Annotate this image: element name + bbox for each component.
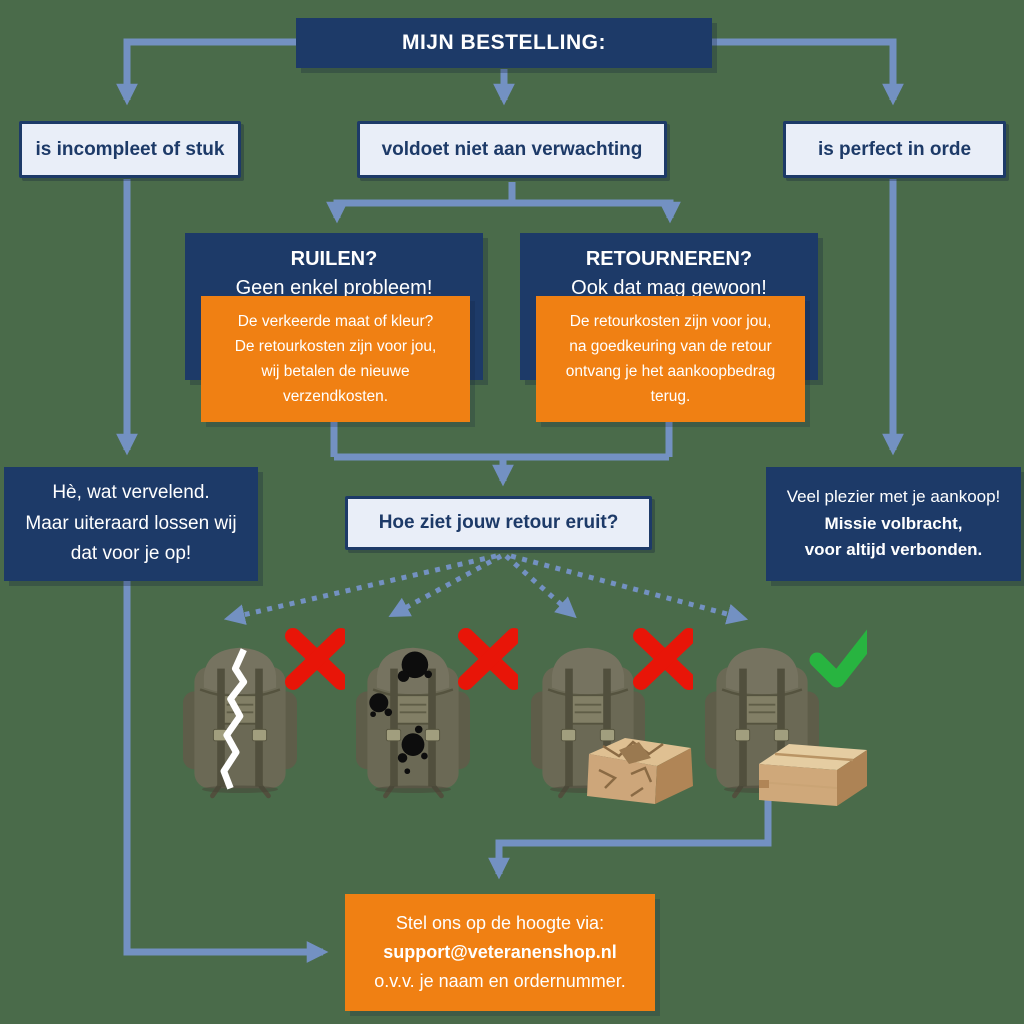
branch-incomplete: is incompleet of stuk — [19, 121, 241, 178]
branch-not-as-expected-label: voldoet niet aan verwachting — [381, 138, 643, 160]
order-title-box: MIJN BESTELLING: — [296, 18, 712, 68]
contact-line: Stel ons op de hoogte via: — [395, 913, 605, 934]
option-return-title: RETOURNEREN? — [585, 248, 753, 270]
stain-icon — [369, 651, 432, 775]
branch-perfect: is perfect in orde — [783, 121, 1006, 178]
option-exchange-subtitle: Geen enkel probleem! — [235, 277, 433, 299]
return-detail-line: na goedkeuring van de retour — [569, 337, 772, 355]
backpack-icon — [356, 648, 470, 796]
cross-icon — [285, 628, 345, 690]
check-icon — [809, 629, 867, 688]
option-exchange-detail: De verkeerde maat of kleur? De retourkos… — [201, 296, 470, 422]
contact-box: Stel ons op de hoogte via: support@veter… — [345, 894, 655, 1011]
incomplete-note-box: Hè, wat vervelend. Maar uiteraard lossen… — [4, 467, 258, 581]
branch-perfect-label: is perfect in orde — [817, 138, 972, 160]
return-example-intact-box — [697, 629, 867, 806]
return-question-label: Hoe ziet jouw retour eruit? — [378, 512, 619, 533]
return-example-torn — [175, 628, 345, 807]
contact-email: support@veteranenshop.nl — [383, 942, 617, 963]
return-question-box: Hoe ziet jouw retour eruit? — [345, 496, 652, 550]
exchange-detail-line: wij betalen de nieuwe — [261, 363, 410, 380]
branch-not-as-expected: voldoet niet aan verwachting — [357, 121, 667, 178]
cross-icon — [633, 628, 693, 690]
return-detail-line: ontvang je het aankoopbedrag — [565, 363, 776, 380]
intact-box-icon — [758, 744, 867, 806]
cross-icon — [458, 628, 518, 690]
option-exchange-title: RUILEN? — [290, 248, 378, 270]
exchange-detail-line: De retourkosten zijn voor jou, — [234, 337, 437, 355]
perfect-note-box: Veel plezier met je aankoop! Missie volb… — [766, 467, 1021, 581]
incomplete-note-line: Maar uiteraard lossen wij — [25, 512, 237, 534]
exchange-detail-line: De verkeerde maat of kleur? — [237, 312, 434, 330]
order-title: MIJN BESTELLING: — [401, 31, 606, 54]
return-example-damaged-box — [523, 628, 693, 804]
perfect-note-line-bold: Missie volbracht, — [824, 513, 963, 533]
contact-line: o.v.v. je naam en ordernummer. — [374, 970, 626, 991]
return-example-stained — [348, 628, 518, 807]
option-return-detail: De retourkosten zijn voor jou, na goedke… — [536, 296, 805, 422]
backpack-icon — [183, 648, 297, 796]
incomplete-note-line: Hè, wat vervelend. — [52, 482, 210, 504]
return-detail-line: terug. — [650, 388, 691, 406]
perfect-note-line-bold: voor altijd verbonden. — [804, 540, 983, 560]
branch-incomplete-label: is incompleet of stuk — [35, 138, 225, 160]
option-return-subtitle: Ook dat mag gewoon! — [571, 277, 767, 299]
incomplete-note-line: dat voor je op! — [70, 543, 192, 565]
perfect-note-line: Veel plezier met je aankoop! — [786, 487, 1001, 507]
return-detail-line: De retourkosten zijn voor jou, — [569, 312, 772, 330]
damaged-box-icon — [587, 738, 693, 804]
exchange-detail-line: verzendkosten. — [282, 388, 389, 406]
